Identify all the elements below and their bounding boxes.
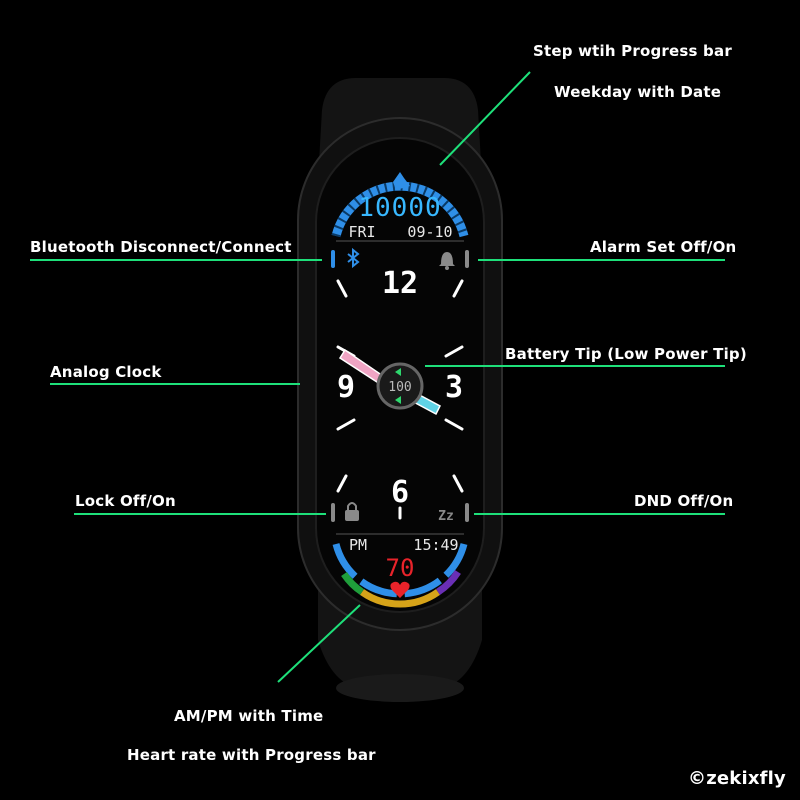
heart-progress-segment-green	[341, 571, 365, 595]
footstep-icon	[393, 172, 410, 190]
callout-lines	[30, 71, 725, 683]
dnd-moon-icon: Zz	[438, 509, 454, 524]
date: 09-10	[407, 223, 452, 241]
ampm-indicator: PM	[349, 536, 367, 554]
annotation-step: Step wtih Progress bar	[533, 42, 732, 60]
heart-progress-segment-yellow	[359, 589, 441, 608]
heart-progress-arc	[332, 543, 468, 598]
annotation-lock: Lock Off/On	[75, 492, 176, 510]
step-progress-ticks	[331, 181, 469, 238]
annotation-dnd: DND Off/On	[634, 492, 734, 510]
hour-9: 9	[337, 370, 355, 405]
heart-icon	[390, 581, 410, 598]
digital-time: 15:49	[413, 536, 458, 554]
hour-6: 6	[391, 475, 409, 510]
heart-progress-segment-purple	[436, 570, 461, 595]
hour-12: 12	[382, 266, 418, 301]
annotation-analog-clock: Analog Clock	[50, 363, 162, 381]
lock-icon	[345, 502, 359, 521]
annotation-heart: Heart rate with Progress bar	[127, 746, 376, 764]
heart-rate-value: 70	[386, 554, 415, 582]
bluetooth-icon	[347, 247, 360, 269]
credit-watermark: ©zekixfly	[688, 768, 786, 789]
weekday: FRI	[348, 223, 375, 241]
annotation-battery: Battery Tip (Low Power Tip)	[505, 345, 747, 363]
battery-ring	[376, 362, 424, 410]
battery-tip-icon-lower	[395, 396, 401, 404]
hour-3: 3	[445, 370, 463, 405]
battery-tip-icon	[395, 368, 401, 376]
annotation-weekday: Weekday with Date	[554, 83, 722, 101]
alarm-bell-icon	[439, 252, 455, 270]
annotation-ampm: AM/PM with Time	[174, 707, 324, 725]
band-shadow	[336, 674, 464, 702]
battery-level: 100	[388, 380, 411, 395]
annotation-alarm: Alarm Set Off/On	[590, 238, 737, 256]
annotation-bluetooth: Bluetooth Disconnect/Connect	[30, 238, 292, 256]
step-count: 10000	[358, 193, 441, 223]
